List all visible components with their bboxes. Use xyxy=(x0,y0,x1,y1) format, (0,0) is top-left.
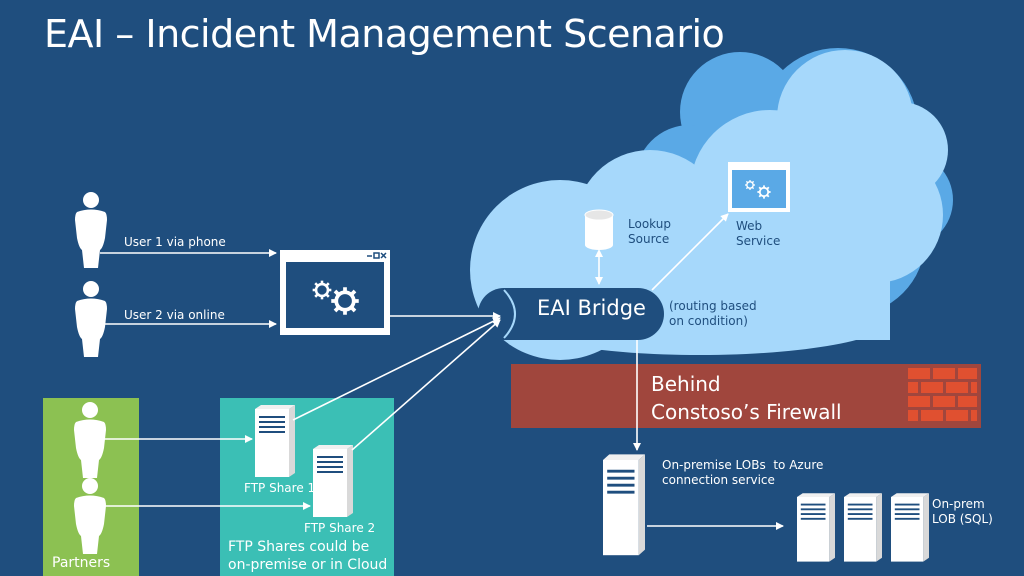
web-service-label: Web Service xyxy=(736,219,781,248)
lookup-source-label: Lookup Source xyxy=(628,217,671,246)
firewall-label: Behind Constoso’s Firewall xyxy=(651,372,842,424)
partners-label: Partners xyxy=(52,555,111,571)
lookup-source-database-icon xyxy=(584,209,614,250)
app-window-icon xyxy=(280,250,390,335)
page-title: EAI – Incident Management Scenario xyxy=(44,12,725,56)
arrow-ftp1-to-bridge xyxy=(292,317,501,421)
connection-service-server-icon xyxy=(601,452,647,557)
ftp-panel xyxy=(220,398,394,576)
ftp-share1-label: FTP Share 1 xyxy=(244,481,316,495)
lob-sql-label: On-prem LOB (SQL) xyxy=(932,497,993,526)
arrow-bridge-to-webservice xyxy=(651,213,729,291)
user2-label: User 2 via online xyxy=(124,308,225,322)
user1-label: User 1 via phone xyxy=(124,235,226,249)
ftp-note: FTP Shares could be on-premise or in Clo… xyxy=(228,539,388,573)
brick-wall-icon xyxy=(908,368,977,421)
ftp-share1-server-icon xyxy=(254,404,296,478)
firewall-band xyxy=(511,364,981,428)
user2-person-icon xyxy=(75,281,107,357)
web-service-window-icon xyxy=(728,162,790,212)
connection-service-label: On-premise LOBs to Azure connection serv… xyxy=(662,458,824,487)
lob-server-2-icon xyxy=(843,492,883,563)
eai-bridge-box xyxy=(478,288,664,340)
ftp-share2-label: FTP Share 2 xyxy=(304,521,376,535)
arrow-ftp2-to-bridge xyxy=(351,319,501,451)
ftp-share2-server-icon xyxy=(312,444,354,518)
lob-server-1-icon xyxy=(796,492,836,563)
routing-note: (routing based on condition) xyxy=(669,299,757,328)
lob-server-3-icon xyxy=(890,492,930,563)
eai-bridge-label: EAI Bridge xyxy=(537,296,646,320)
user1-person-icon xyxy=(75,192,107,268)
